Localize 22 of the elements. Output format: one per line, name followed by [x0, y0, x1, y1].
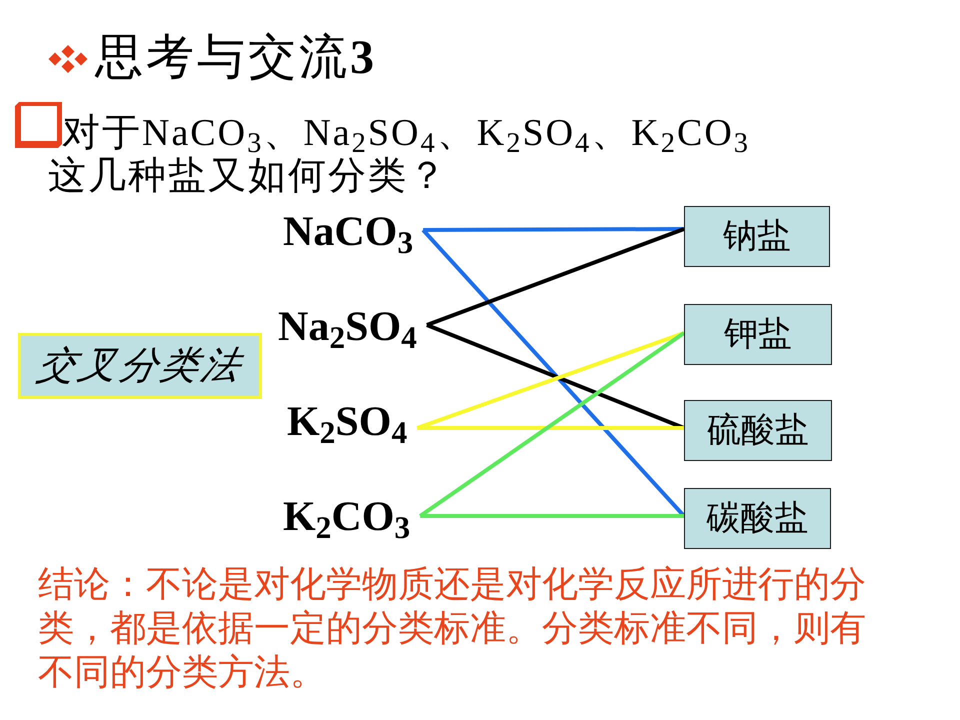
category-label: 硫酸盐 [707, 410, 809, 450]
category-box [684, 304, 832, 365]
question-text: 对于NaCO$_{3}$、Na$_{2}$SO$_{4}$、K$_{2}$SO$_{4}$、K$_{2}$CO$_{3}$这几种盐又如何分类？ [48, 112, 752, 198]
category-box [684, 206, 830, 267]
formula-label: K$_{2}$SO$_{4}$ [287, 398, 408, 446]
connector-line [426, 227, 685, 327]
method-box [18, 333, 262, 399]
category-box [684, 400, 832, 461]
formula-label: NaCO$_{3}$ [283, 208, 414, 256]
connector-line [417, 426, 684, 430]
category-label: 碳酸盐 [706, 498, 808, 538]
connector-line [423, 227, 684, 232]
formula-label: K$_{2}$CO$_{3}$ [283, 493, 410, 541]
category-label: 钾盐 [724, 314, 792, 354]
formula-label: Na$_{2}$SO$_{4}$ [278, 303, 417, 351]
conclusion-text: 结论：不论是对化学物质还是对化学反应所进行的分类，都是依据一定的分类标准。分类标准不同，则有不同的分类方法。 [38, 563, 867, 694]
connector-line [419, 331, 686, 518]
slide-title: 思考与交流3 [95, 30, 377, 86]
method-label: 交叉分类法 [32, 344, 248, 388]
category-box [684, 488, 831, 549]
category-label: 钠盐 [723, 216, 791, 256]
connector-line [420, 514, 684, 518]
